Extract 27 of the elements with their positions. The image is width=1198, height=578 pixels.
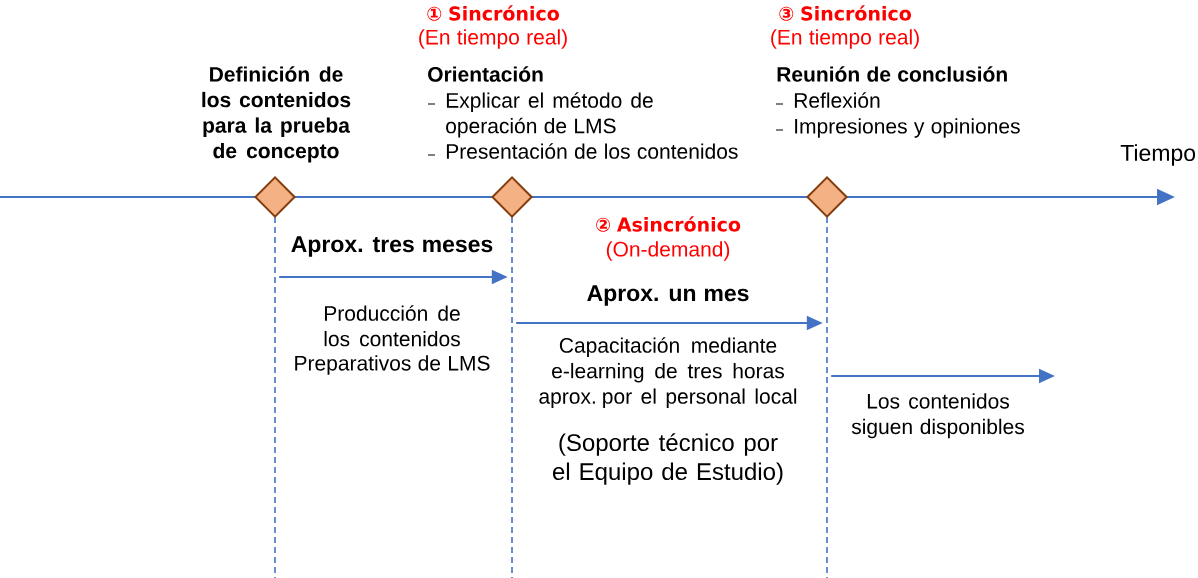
session-type-note: (En tiempo real) bbox=[771, 29, 919, 49]
milestone-diamond bbox=[806, 176, 848, 218]
activity-text: Producción de los contenidos bbox=[324, 305, 460, 347]
edge-label: Aprox. un mes bbox=[587, 285, 749, 306]
edge-label: Aprox. tres meses bbox=[291, 236, 493, 257]
session-type-note: (On-demand) bbox=[606, 241, 730, 261]
session-type-note: (En tiempo real) bbox=[419, 29, 567, 49]
dashed-line bbox=[826, 217, 828, 578]
list-item: Reflexión bbox=[794, 92, 880, 108]
axis-label: Tiempo bbox=[1120, 144, 1196, 166]
activity-text: Preparativos de LMS bbox=[295, 355, 490, 375]
milestone-heading: Definición de los contenidos para la prueba de concepto bbox=[202, 66, 351, 163]
session-type-label: ③ Sincrónico bbox=[779, 5, 911, 21]
milestone-heading: Reunión de conclusión bbox=[777, 66, 1007, 82]
support-note: (Soporte técnico por el Equipo de Estudio) bbox=[553, 433, 783, 485]
session-type-label: ① Sincrónico bbox=[427, 5, 559, 21]
list-item: Presentación de los contenidos bbox=[446, 143, 738, 159]
milestone-heading: Orientación bbox=[428, 66, 543, 82]
dashed-line bbox=[511, 217, 513, 578]
activity-text: Los contenidos siguen disponibles bbox=[851, 393, 1024, 439]
milestone-diamond bbox=[491, 176, 533, 218]
list-item: Impresiones y opiniones bbox=[795, 118, 1020, 138]
dashed-line bbox=[274, 217, 276, 578]
session-type-label: ② Asincrónico bbox=[596, 216, 741, 232]
milestone-diamond bbox=[254, 176, 296, 218]
activity-text: Capacitación mediante e-learning de tres horas aprox. por el personal local bbox=[539, 337, 797, 409]
list-item: Explicar el método de operación de LMS bbox=[446, 92, 653, 138]
